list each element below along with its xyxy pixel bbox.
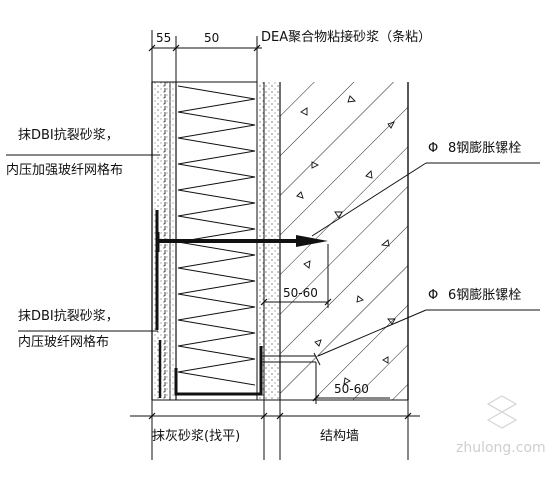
top-dimension: 55 50 [148,30,262,82]
watermark-logo-icon [486,395,518,429]
diameter-symbol-6: Φ [428,288,438,303]
label-anti-crack-mesh-1: 抹DBI抗裂砂浆， [18,309,119,324]
label-anti-crack-reinforced-2: 内压加强玻纤网格布 [6,162,123,178]
right-upper-callout: Φ 8钢膨胀镙栓 [311,141,540,237]
label-anchor-bolt-8: 8钢膨胀镙栓 [448,141,521,156]
label-bonding-mortar: DEA聚合物粘接砂浆（条粘） [261,29,431,45]
aggregate-marks [296,95,396,385]
diameter-symbol-8: Φ [428,141,438,156]
label-anti-crack-reinforced-1: 抹DBI抗裂砂浆， [18,128,119,143]
insulation-zigzag [177,85,256,386]
dim-mid-50-60: 50-60 [283,286,318,300]
label-anchor-bolt-6: 6钢膨胀镙栓 [448,288,521,303]
anchor-bolt-6 [174,346,321,396]
watermark: zhulong.com [456,395,546,456]
low-embed-dimension: 50-60 [312,362,390,404]
mid-embed-dimension: 50-60 [260,244,332,308]
watermark-text: zhulong.com [456,440,546,456]
dim-top-50: 50 [204,31,219,45]
right-lower-callout: Φ 6钢膨胀镙栓 [317,288,540,357]
label-leveling-plaster: 抹灰砂浆(找平) [152,429,240,444]
bottom-labels: 抹灰砂浆(找平) 结构墙 [130,400,420,460]
label-anti-crack-mesh-2: 内压玻纤网格布 [18,334,109,350]
dim-low-50-60: 50-60 [334,382,369,396]
left-upper-callout: 抹DBI抗裂砂浆， 内压加强玻纤网格布 [6,128,160,178]
anchor-bolt-8 [156,232,328,252]
dim-top-55: 55 [156,31,171,45]
label-structural-wall: 结构墙 [320,429,359,444]
left-lower-callout: 抹DBI抗裂砂浆， 内压玻纤网格布 [18,309,158,350]
